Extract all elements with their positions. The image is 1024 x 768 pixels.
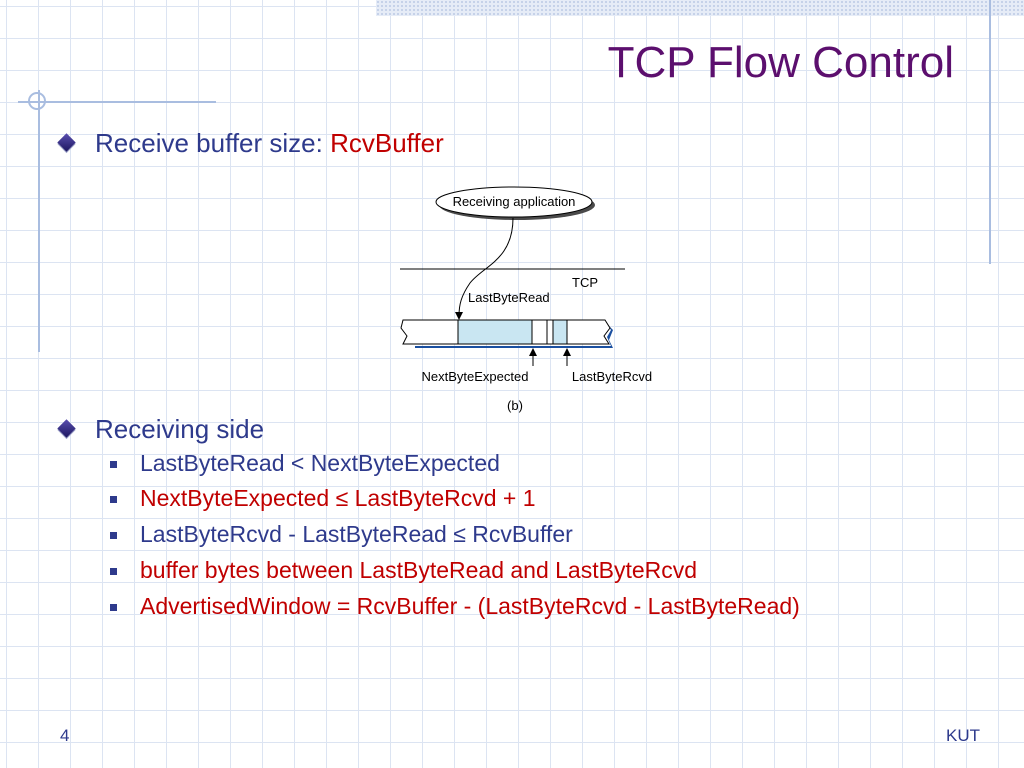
- read-pointer-curve: [455, 217, 514, 320]
- last-byte-read-label: LastByteRead: [468, 290, 550, 305]
- receive-buffer-diagram: Receiving application TCP LastByteRead N…: [400, 186, 652, 413]
- tcp-label: TCP: [572, 275, 598, 290]
- square-bullet-icon: [110, 496, 117, 503]
- bullet-highlight: RcvBuffer: [330, 128, 444, 158]
- decorative-vertical-line-left: [38, 90, 40, 352]
- square-bullet-icon: [110, 568, 117, 575]
- decorative-vertical-line-right: [989, 0, 991, 264]
- square-bullet-icon: [110, 461, 117, 468]
- next-byte-expected-label: NextByteExpected: [422, 369, 529, 384]
- out-of-order-segment: [552, 319, 568, 345]
- footer-org: KUT: [946, 726, 980, 745]
- list-item: buffer bytes between LastByteRead and La…: [108, 557, 800, 584]
- receiving-side-sublist: LastByteRead < NextByteExpected NextByte…: [108, 450, 800, 620]
- decorative-top-band: [376, 0, 1024, 16]
- diagram-caption: (b): [507, 398, 523, 413]
- slide-title: TCP Flow Control: [607, 38, 954, 87]
- list-item: NextByteExpected ≤ LastByteRcvd + 1: [108, 485, 800, 512]
- bullet-receiving-side: Receiving side: [57, 414, 265, 445]
- list-item: AdvertisedWindow = RcvBuffer - (LastByte…: [108, 593, 800, 620]
- list-item: LastByteRcvd - LastByteRead ≤ RcvBuffer: [108, 521, 800, 548]
- square-bullet-icon: [110, 532, 117, 539]
- decorative-circle-icon: [28, 92, 46, 110]
- decorative-horizontal-line: [18, 101, 216, 103]
- list-item: LastByteRead < NextByteExpected: [108, 450, 800, 477]
- app-label: Receiving application: [453, 194, 576, 209]
- square-bullet-icon: [110, 604, 117, 611]
- buffered-bytes-segment: [457, 319, 533, 345]
- page-number: 4: [60, 726, 70, 745]
- diamond-bullet-icon: [57, 133, 76, 152]
- last-byte-rcvd-label: LastByteRcvd: [572, 369, 652, 384]
- bullet-text: Receive buffer size:: [95, 128, 331, 158]
- bullet-text: Receiving side: [95, 414, 265, 444]
- diamond-bullet-icon: [57, 419, 76, 438]
- app-bubble: [435, 186, 593, 218]
- bullet-receive-buffer: Receive buffer size: RcvBuffer: [57, 128, 444, 159]
